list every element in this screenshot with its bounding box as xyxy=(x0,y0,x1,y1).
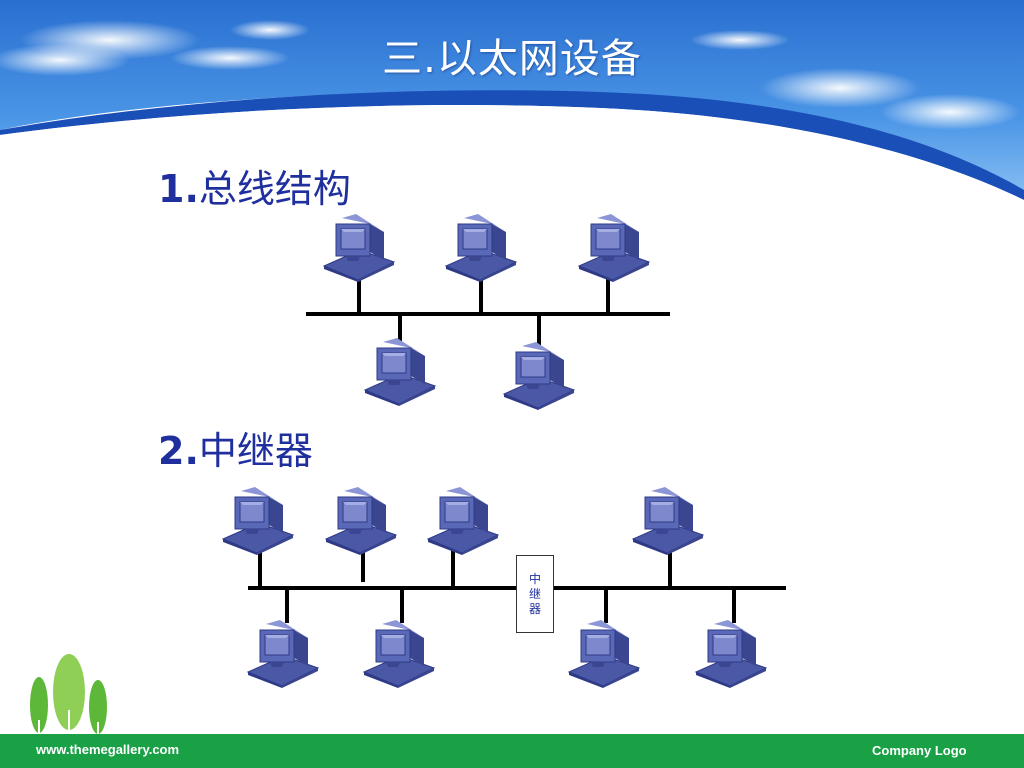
desktop-computer-icon xyxy=(426,487,500,555)
bus-drop-line xyxy=(285,589,289,623)
bus-drop-line xyxy=(258,550,262,587)
bus-drop-line xyxy=(606,276,610,313)
desktop-computer-icon xyxy=(694,620,768,688)
bus-drop-line xyxy=(732,589,736,623)
bus-drop-line xyxy=(668,550,672,587)
desktop-computer-icon xyxy=(631,487,705,555)
footer-url-link[interactable]: www.themegallery.com xyxy=(36,742,180,757)
company-logo: Company Logo xyxy=(872,743,967,758)
repeater-box: 中 继 器 xyxy=(516,555,554,633)
bus-drop-line xyxy=(451,550,455,587)
segment-line-left xyxy=(248,586,516,590)
desktop-computer-icon xyxy=(362,620,436,688)
bus-drop-line xyxy=(357,276,361,313)
section-1-heading: 1.总线结构 xyxy=(158,158,351,213)
desktop-computer-icon xyxy=(322,214,396,282)
repeater-label-char: 器 xyxy=(528,601,541,616)
header-sky-banner xyxy=(0,0,1024,200)
desktop-computer-icon xyxy=(221,487,295,555)
section-2-heading: 2.中继器 xyxy=(158,420,313,475)
section-1-title: 总线结构 xyxy=(198,167,351,211)
bus-drop-line xyxy=(400,589,404,623)
desktop-computer-icon xyxy=(246,620,320,688)
desktop-computer-icon xyxy=(444,214,518,282)
section-1-number: 1. xyxy=(158,167,199,211)
desktop-computer-icon xyxy=(502,342,576,410)
bus-line xyxy=(306,312,670,316)
section-2-number: 2. xyxy=(158,429,199,473)
repeater-label-char: 继 xyxy=(528,586,541,601)
bus-drop-line xyxy=(398,315,402,341)
bus-drop-line xyxy=(479,276,483,313)
desktop-computer-icon xyxy=(577,214,651,282)
repeater-label-char: 中 xyxy=(528,571,541,586)
bus-drop-line xyxy=(604,589,608,623)
footer-bar xyxy=(0,734,1024,768)
desktop-computer-icon xyxy=(324,487,398,555)
bus-drop-line xyxy=(537,315,541,345)
bus-drop-line xyxy=(361,550,365,582)
tree-decoration-icon xyxy=(30,654,107,740)
slide-title: 三.以太网设备 xyxy=(382,36,642,82)
segment-line-right xyxy=(554,586,786,590)
desktop-computer-icon xyxy=(567,620,641,688)
section-2-title: 中继器 xyxy=(198,429,313,473)
desktop-computer-icon xyxy=(363,338,437,406)
